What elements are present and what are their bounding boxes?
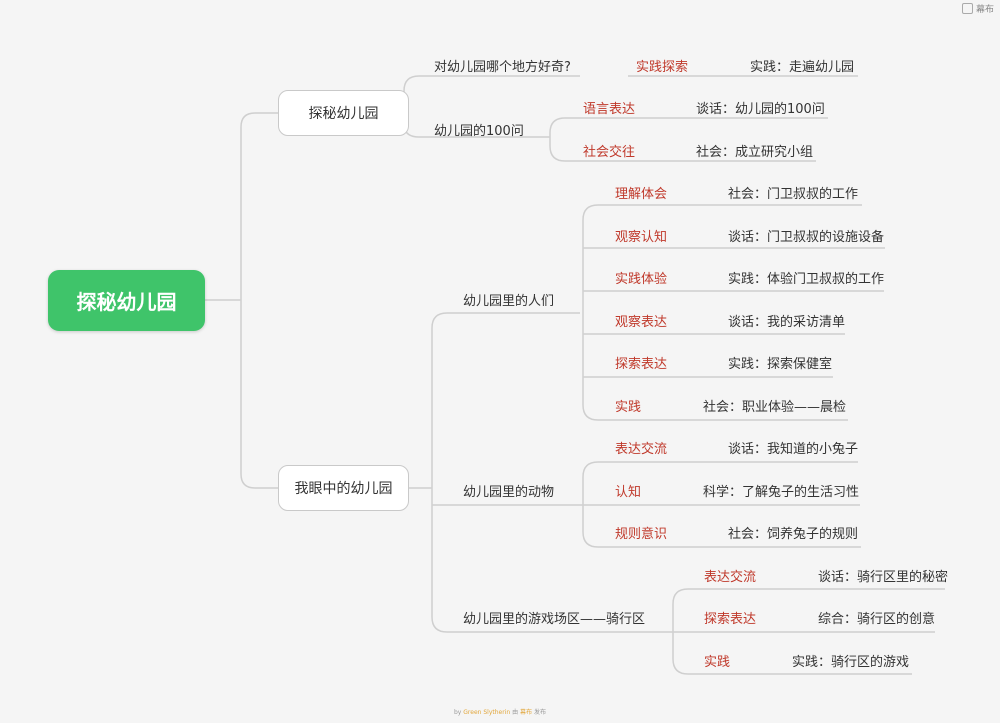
leaf-text[interactable]: 综合：骑行区的创意 (818, 612, 936, 627)
leaf-tag[interactable]: 理解体会 (615, 187, 668, 202)
root-node[interactable]: 探秘幼儿园 (48, 270, 205, 331)
leaf-text[interactable]: 科学：了解兔子的生活习性 (703, 485, 860, 500)
branch-node[interactable]: 我眼中的幼儿园 (278, 465, 409, 511)
leaf-text[interactable]: 实践：探索保健室 (728, 357, 833, 372)
topbar-label[interactable]: 幕布 (975, 5, 994, 15)
sub-topic[interactable]: 幼儿园里的游戏场区——骑行区 (463, 612, 646, 627)
leaf-tag[interactable]: 语言表达 (583, 102, 636, 117)
leaf-tag[interactable]: 探索表达 (704, 612, 757, 627)
leaf-tag[interactable]: 实践 (615, 400, 642, 415)
sub-topic[interactable]: 幼儿园的100问 (434, 124, 524, 139)
leaf-tag[interactable]: 探索表达 (615, 357, 668, 372)
leaf-text[interactable]: 谈话：门卫叔叔的设施设备 (728, 230, 885, 245)
leaf-tag[interactable]: 社会交往 (583, 145, 636, 160)
sub-topic[interactable]: 幼儿园里的动物 (463, 485, 555, 500)
leaf-text[interactable]: 社会：门卫叔叔的工作 (728, 187, 859, 202)
footer-end: 发布 (533, 709, 546, 716)
leaf-text[interactable]: 实践：骑行区的游戏 (792, 655, 910, 670)
sub-topic[interactable]: 幼儿园里的人们 (463, 294, 555, 309)
leaf-text[interactable]: 谈话：幼儿园的100问 (696, 102, 825, 117)
leaf-tag[interactable]: 表达交流 (615, 442, 668, 457)
leaf-text[interactable]: 谈话：我的采访清单 (728, 315, 846, 330)
branch-node[interactable]: 探秘幼儿园 (278, 90, 409, 136)
footer-credit: by Green Slytherin 由 幕布 发布 (0, 707, 1000, 716)
expand-icon[interactable] (961, 3, 973, 14)
footer-brand[interactable]: 幕布 (520, 709, 533, 716)
leaf-text[interactable]: 谈话：骑行区里的秘密 (818, 570, 949, 585)
leaf-tag[interactable]: 实践 (704, 655, 731, 670)
leaf-text[interactable]: 谈话：我知道的小兔子 (728, 442, 859, 457)
leaf-tag[interactable]: 实践体验 (615, 272, 668, 287)
footer-mid: 由 (512, 709, 519, 716)
leaf-tag[interactable]: 规则意识 (615, 527, 668, 542)
footer-author[interactable]: Green Slytherin (463, 709, 511, 716)
leaf-tag[interactable]: 表达交流 (704, 570, 757, 585)
leaf-tag[interactable]: 观察表达 (615, 315, 668, 330)
leaf-text[interactable]: 实践：走遍幼儿园 (750, 60, 855, 75)
leaf-text[interactable]: 社会：职业体验——晨检 (703, 400, 847, 415)
sub-topic[interactable]: 对幼儿园哪个地方好奇? (434, 60, 571, 75)
topbar: 幕布 (961, 2, 994, 15)
leaf-text[interactable]: 社会：成立研究小组 (696, 145, 814, 160)
leaf-tag[interactable]: 认知 (615, 485, 642, 500)
leaf-text[interactable]: 实践：体验门卫叔叔的工作 (728, 272, 885, 287)
leaf-tag[interactable]: 观察认知 (615, 230, 668, 245)
footer-by: by (454, 709, 462, 716)
leaf-text[interactable]: 社会：饲养兔子的规则 (728, 527, 859, 542)
leaf-tag[interactable]: 实践探索 (636, 60, 689, 75)
